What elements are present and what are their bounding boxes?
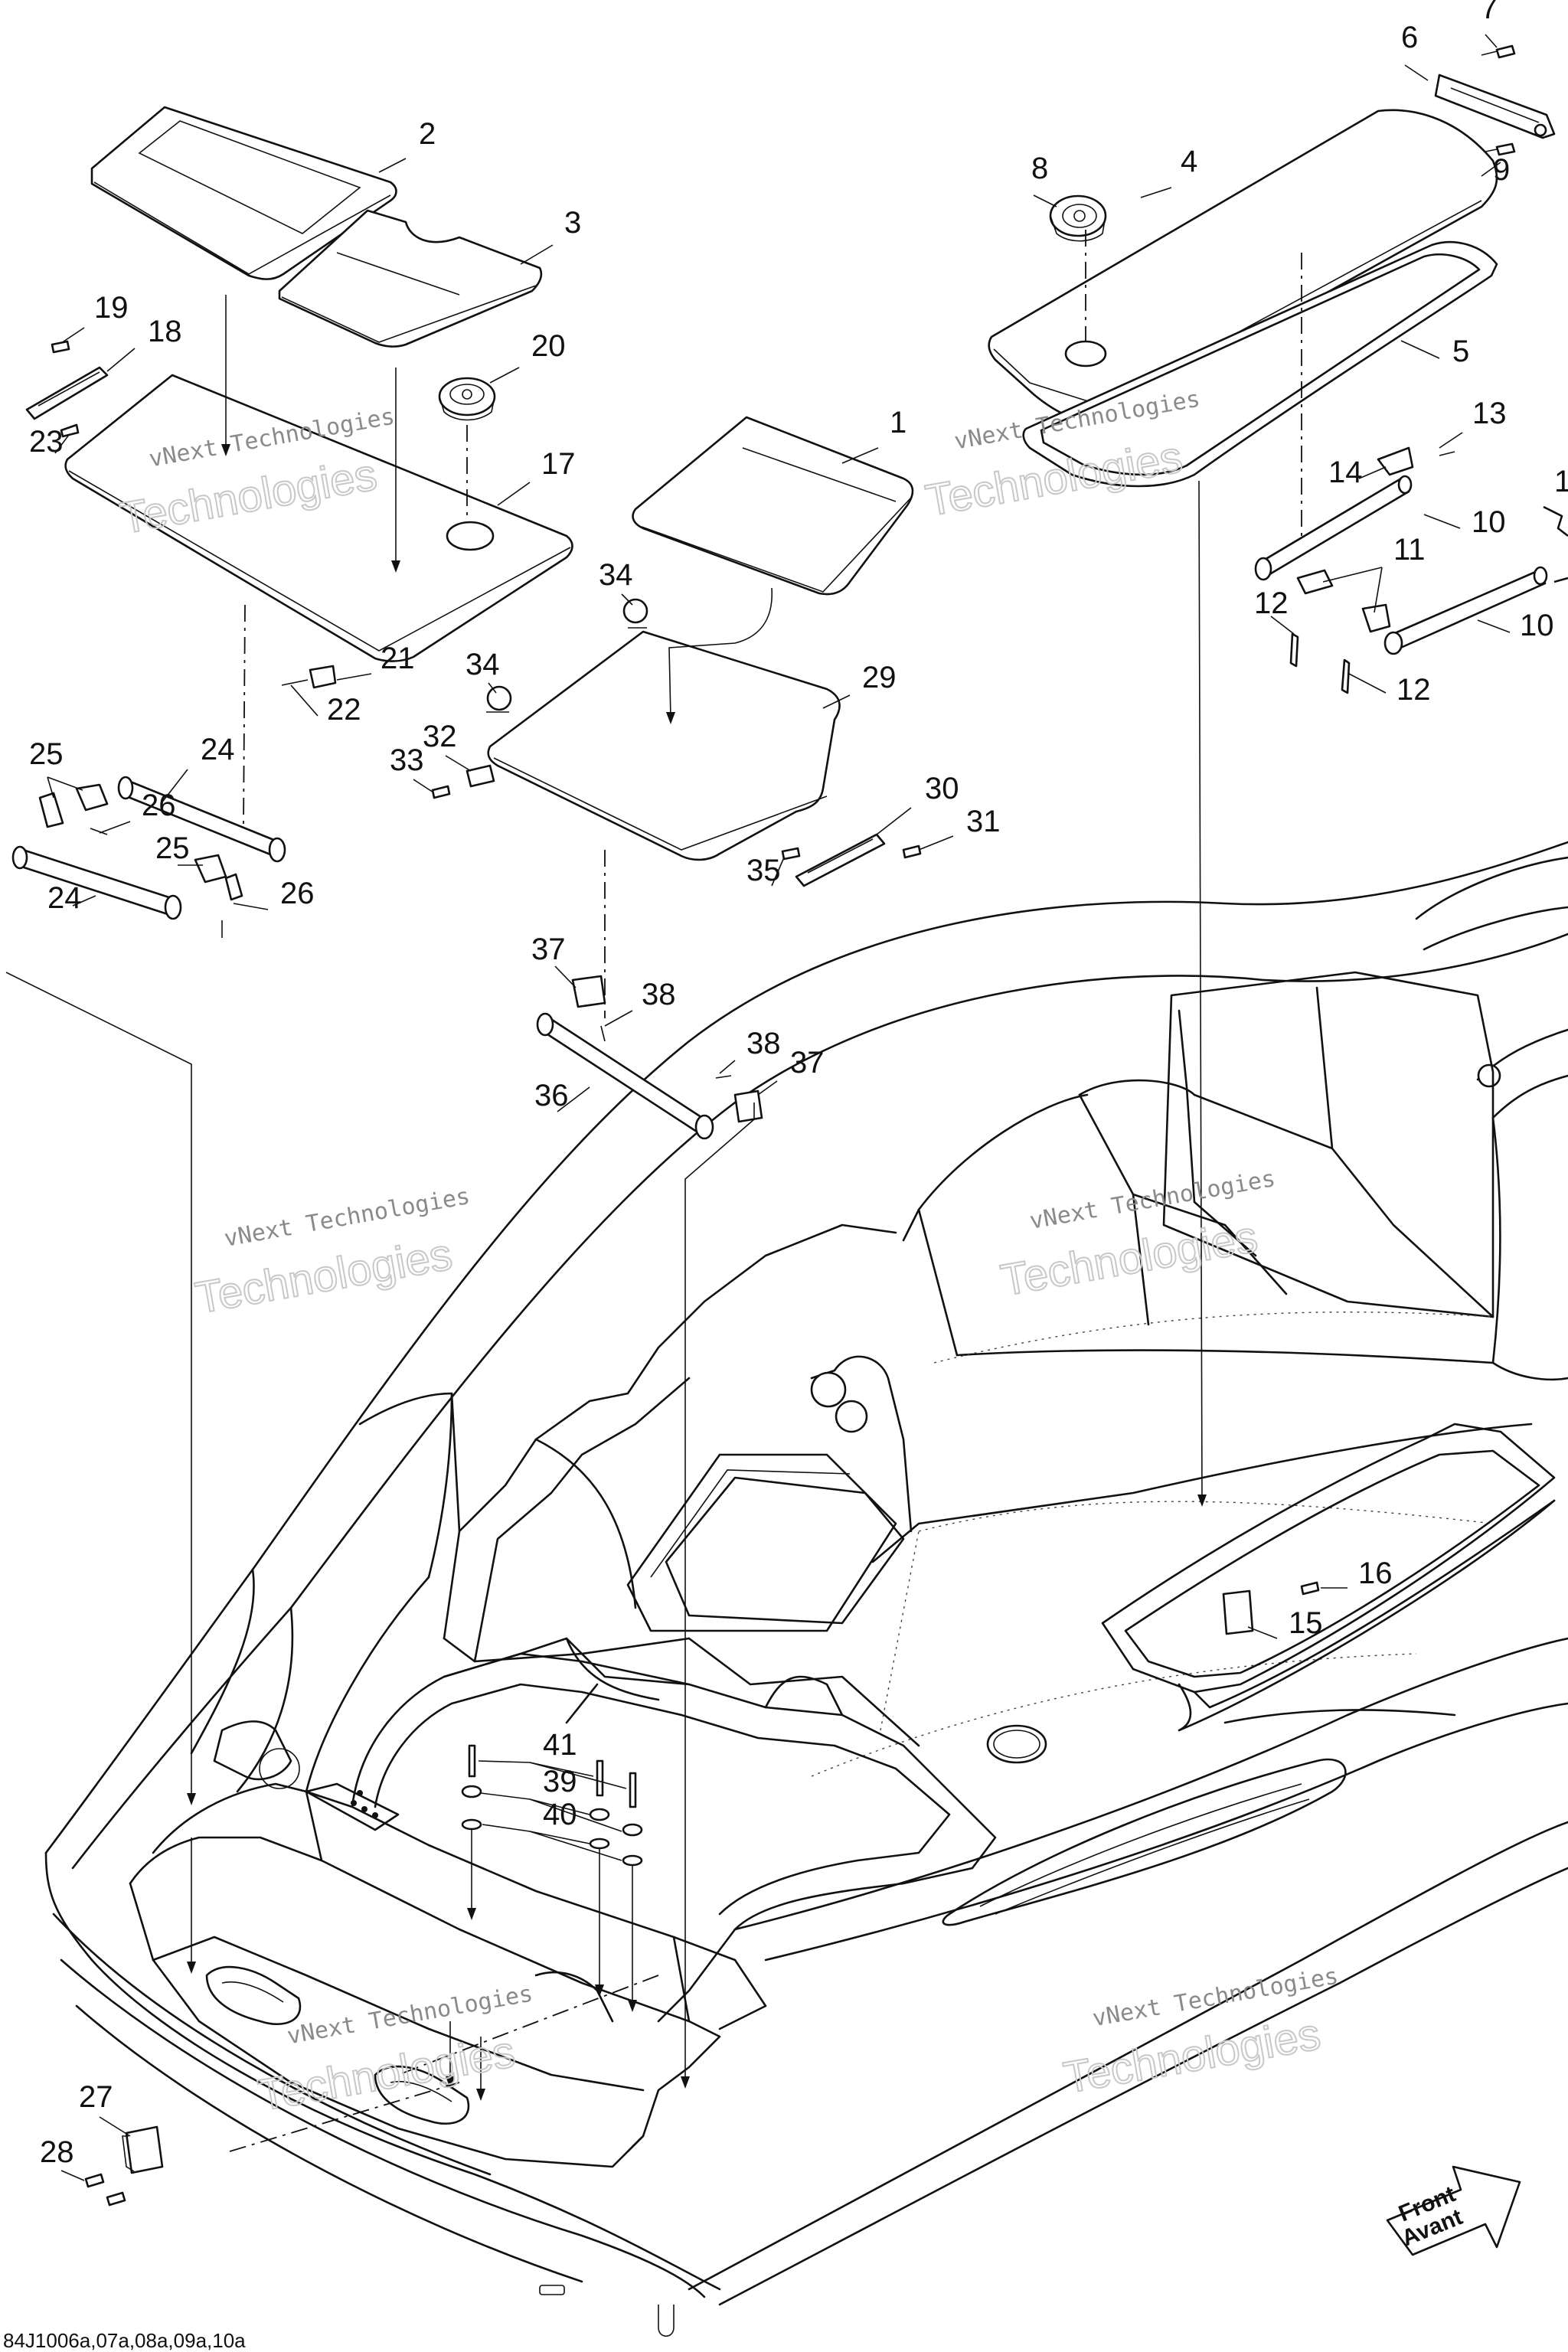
callout-c17: 17 bbox=[541, 447, 576, 481]
callout-c21: 21 bbox=[381, 642, 415, 675]
front-direction-arrow: Front Avant bbox=[1386, 2165, 1521, 2256]
callout-c16: 16 bbox=[1358, 1557, 1393, 1590]
callout-c37b: 37 bbox=[790, 1046, 825, 1080]
leader-lines bbox=[47, 34, 1511, 2181]
callout-c24b: 24 bbox=[47, 881, 82, 915]
callout-c4: 4 bbox=[1181, 145, 1197, 178]
lid-support-rods bbox=[1254, 446, 1568, 694]
callout-c19: 19 bbox=[94, 291, 129, 325]
callout-c34a: 34 bbox=[599, 558, 633, 592]
callout-c38a: 38 bbox=[642, 978, 676, 1011]
callout-c36: 36 bbox=[534, 1079, 569, 1112]
callout-c7: 7 bbox=[1481, 0, 1498, 25]
callout-c31: 31 bbox=[966, 805, 1001, 838]
callout-c28: 28 bbox=[40, 2135, 74, 2169]
callout-c5: 5 bbox=[1452, 335, 1469, 368]
callout-c35: 35 bbox=[746, 854, 781, 887]
callout-c15: 15 bbox=[1289, 1606, 1323, 1640]
callout-c13: 13 bbox=[1472, 397, 1507, 430]
callout-c39: 39 bbox=[543, 1765, 577, 1798]
assembly-lines bbox=[5, 230, 1302, 2152]
callout-c12a: 12 bbox=[1254, 586, 1289, 620]
glove-box-lid-group bbox=[988, 44, 1556, 488]
rear-seat-panels bbox=[25, 106, 573, 689]
rear-storage-well bbox=[902, 971, 1494, 1364]
bow-fasteners bbox=[461, 1744, 643, 1867]
callout-c30: 30 bbox=[925, 772, 959, 805]
front-hatch-panels bbox=[431, 416, 922, 887]
callout-c38b: 38 bbox=[746, 1027, 781, 1060]
callout-c2: 2 bbox=[419, 117, 436, 151]
callout-c1: 1 bbox=[890, 406, 906, 439]
callout-c25b: 25 bbox=[155, 831, 190, 865]
callout-c10a: 10 bbox=[1472, 505, 1506, 539]
callout-c25a: 25 bbox=[29, 737, 64, 771]
right-floor-storage bbox=[986, 1423, 1556, 1764]
hull-body bbox=[44, 841, 1568, 2337]
callout-c20: 20 bbox=[531, 329, 566, 363]
callout-c3: 3 bbox=[564, 206, 581, 240]
callout-c29: 29 bbox=[862, 661, 897, 694]
callout-c11: 11 bbox=[1393, 533, 1426, 567]
callout-c12b: 12 bbox=[1396, 673, 1431, 707]
drawing-code: 84J1006a,07a,08a,09a,10a bbox=[3, 2329, 246, 2352]
callout-c8: 8 bbox=[1031, 152, 1048, 185]
callout-c40: 40 bbox=[543, 1798, 577, 1831]
callout-c6: 6 bbox=[1401, 21, 1418, 54]
callout-c26a: 26 bbox=[142, 789, 176, 822]
callout-c24a: 24 bbox=[201, 733, 235, 766]
callout-c22: 22 bbox=[327, 693, 361, 727]
callout-c18: 18 bbox=[148, 315, 182, 348]
callout-c1r: 1 bbox=[1554, 465, 1568, 498]
callout-c14: 14 bbox=[1328, 456, 1363, 489]
callout-c26b: 26 bbox=[280, 877, 315, 910]
deck-footwell bbox=[443, 1223, 1533, 1777]
front-storage bbox=[129, 1392, 997, 2168]
callout-c37a: 37 bbox=[531, 933, 566, 966]
callout-c34b: 34 bbox=[466, 648, 500, 681]
callout-c33: 33 bbox=[390, 743, 424, 777]
callout-c32: 32 bbox=[423, 720, 457, 753]
callout-c23: 23 bbox=[29, 425, 64, 459]
callout-c10b: 10 bbox=[1520, 609, 1554, 642]
callout-c41: 41 bbox=[543, 1728, 577, 1762]
callout-c27: 27 bbox=[79, 2080, 113, 2114]
small-brackets bbox=[84, 1581, 1320, 2207]
callout-c9: 9 bbox=[1493, 153, 1510, 187]
left-support-rods bbox=[11, 776, 286, 938]
